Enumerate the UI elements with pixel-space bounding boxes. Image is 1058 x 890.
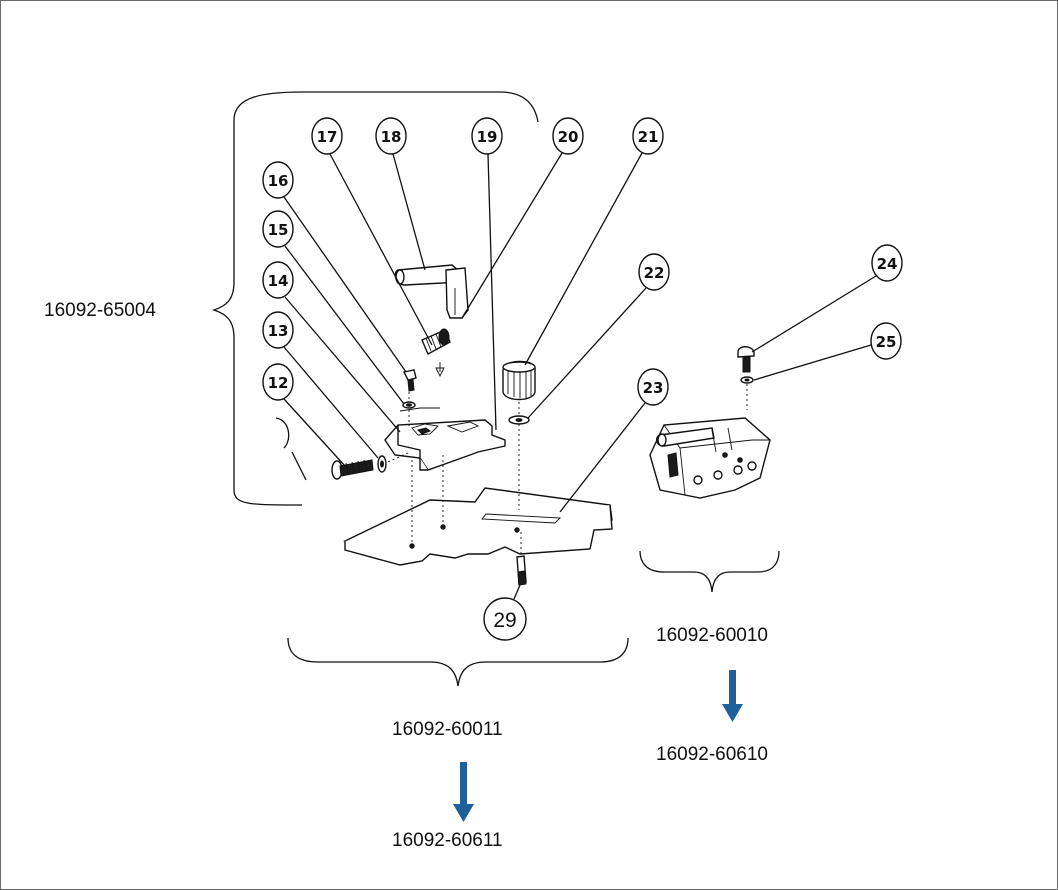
- washer-part-25: [740, 376, 754, 384]
- callout-18-label: 18: [381, 128, 402, 146]
- knob-part-21: [502, 360, 536, 401]
- right-assembly: [649, 417, 771, 499]
- callout-18: 18: [375, 117, 426, 271]
- right-assembly-brace: [639, 550, 780, 593]
- screw-part-12: [331, 459, 374, 480]
- callout-15-label: 15: [268, 221, 289, 239]
- callout-23-label: 23: [643, 379, 664, 397]
- knob-washer-part-22: [508, 415, 530, 425]
- callout-13: 13: [262, 311, 379, 459]
- callout-29: 29: [483, 584, 527, 641]
- left-assembly-part-number: 16092-60011: [392, 719, 503, 740]
- partial-callout-fragment: [275, 417, 290, 449]
- callout-20-label: 20: [558, 128, 579, 146]
- callout-25-label: 25: [876, 333, 897, 351]
- lever-part-18: [394, 264, 469, 319]
- subassembly-brace-top: [302, 91, 539, 123]
- replacement-arrow-left: [453, 762, 474, 822]
- callout-16: 16: [262, 161, 407, 373]
- callout-22-label: 22: [644, 264, 665, 282]
- small-washer-part-14: [402, 401, 416, 409]
- callout-17: 17: [311, 117, 433, 346]
- callout-14-label: 14: [268, 272, 289, 290]
- callout-24: 24: [751, 244, 903, 353]
- direction-arrow: [435, 362, 445, 378]
- callout-20: 20: [461, 117, 584, 319]
- callout-29-label: 29: [493, 609, 516, 632]
- callout-17-label: 17: [317, 128, 338, 146]
- washer-part-13: [377, 455, 387, 473]
- left-assembly-replacement-part-number: 16092-60611: [392, 830, 503, 851]
- callout-21: 21: [524, 117, 664, 366]
- callout-14: 14: [262, 261, 401, 433]
- callout-16-label: 16: [268, 172, 289, 190]
- callout-24-label: 24: [877, 255, 898, 273]
- replacement-arrow-right: [722, 670, 743, 722]
- callout-23: 23: [559, 368, 669, 513]
- callout-25: 25: [753, 322, 902, 381]
- left-assembly-brace: [287, 637, 629, 687]
- callout-12-label: 12: [268, 374, 289, 392]
- subassembly-part-number: 16092-65004: [44, 300, 156, 321]
- callout-19-label: 19: [477, 128, 498, 146]
- callout-19: 19: [471, 117, 503, 431]
- callout-12: 12: [262, 363, 346, 467]
- callout-13-label: 13: [268, 322, 289, 340]
- callout-21-label: 21: [638, 128, 659, 146]
- subassembly-brace: [211, 91, 303, 506]
- spring-part-17: [421, 328, 451, 355]
- pin-part-29: [516, 555, 527, 586]
- callout-22: 22: [527, 253, 670, 419]
- right-assembly-part-number: 16092-60010: [656, 625, 768, 646]
- callout-15: 15: [262, 210, 405, 405]
- right-assembly-replacement-part-number: 16092-60610: [656, 744, 768, 765]
- screw-part-24: [737, 346, 755, 373]
- base-plate-part-23: [343, 487, 613, 566]
- clamp-block: [384, 407, 506, 471]
- small-screw-part-15: [402, 369, 417, 392]
